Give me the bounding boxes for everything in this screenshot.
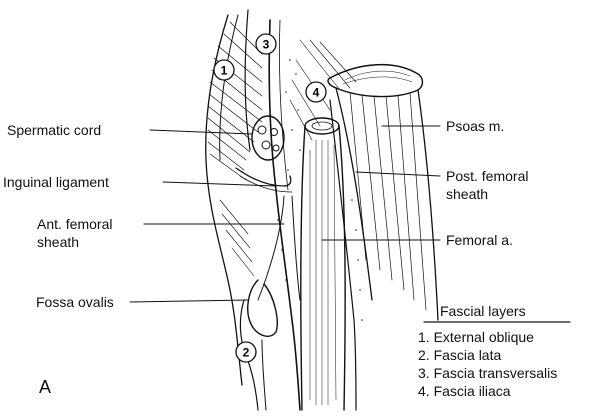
legend-item: 1. External oblique xyxy=(418,328,534,346)
svg-text:4: 4 xyxy=(313,86,320,100)
leader-inguinal-ligament xyxy=(163,182,276,186)
label-ant-femoral-sheath-line1: Ant. femoral xyxy=(37,215,112,233)
label-ant-femoral-sheath-line2: sheath xyxy=(37,233,79,251)
svg-text:1: 1 xyxy=(221,64,228,78)
legend-item: 3. Fascia transversalis xyxy=(418,364,557,382)
marker-3: 3 xyxy=(256,34,276,54)
legend-item: 4. Fascia iliaca xyxy=(418,382,511,400)
femoral-artery-top xyxy=(305,118,339,134)
label-psoas: Psoas m. xyxy=(446,117,504,135)
leader-spermatic-cord xyxy=(150,130,252,134)
inguinal-ligament-curve xyxy=(236,168,291,186)
label-spermatic-cord: Spermatic cord xyxy=(7,121,101,139)
label-post-femoral-sheath-line2: sheath xyxy=(446,185,488,203)
legend-item: 2. Fascia lata xyxy=(418,346,501,364)
label-fossa-ovalis: Fossa ovalis xyxy=(36,293,114,311)
fascia-transversalis-line xyxy=(269,20,300,410)
label-post-femoral-sheath-line1: Post. femoral xyxy=(446,167,528,185)
label-inguinal-ligament: Inguinal ligament xyxy=(3,173,109,191)
legend-title: Fascial layers xyxy=(440,302,526,320)
leader-fossa-ovalis xyxy=(130,300,248,302)
label-femoral-artery: Femoral a. xyxy=(446,231,513,249)
marker-4: 4 xyxy=(306,82,326,102)
marker-2: 2 xyxy=(236,342,256,362)
marker-1: 1 xyxy=(214,60,234,80)
spermatic-cord-shape xyxy=(252,116,284,160)
svg-text:3: 3 xyxy=(263,38,270,52)
panel-letter: A xyxy=(39,377,51,397)
svg-text:2: 2 xyxy=(243,346,250,360)
